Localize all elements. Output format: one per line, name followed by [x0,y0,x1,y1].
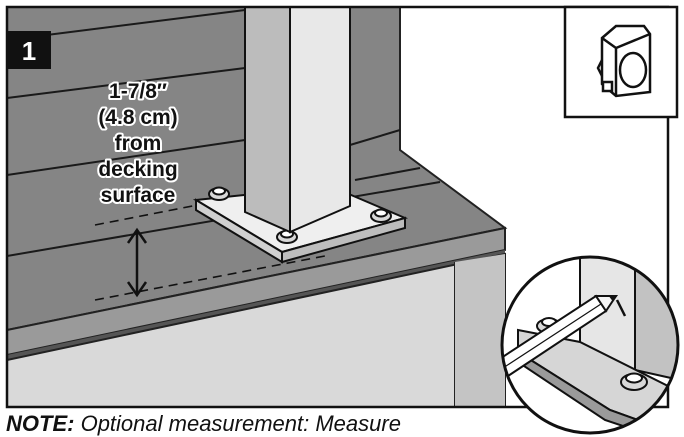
deck-scene [7,7,668,407]
measurement-imperial: 1-7/8″ [109,80,167,103]
measurement-guide-lines [94,184,331,301]
note-body: Optional measurement: Measure [80,411,401,436]
detail-callout [500,255,680,435]
measurement-line3: from [115,132,162,155]
railing-post [244,7,351,234]
measurement-line5: surface [101,184,176,207]
measurement-arrow [126,227,148,298]
tape-measure-icon [596,24,652,98]
pencil-mark [615,299,627,317]
measurement-line4: decking [98,158,177,181]
step-number: 1 [22,36,36,66]
deck-wall [7,252,506,407]
step-badge [7,31,51,69]
note-label: NOTE: [6,411,75,436]
measurement-metric: (4.8 cm) [98,106,177,129]
base-plate-bolts [208,186,392,244]
note-text: NOTE: Optional measurement: Measure [6,411,676,437]
tool-inset [563,5,679,119]
illustration-frame [5,5,670,409]
measurement-label: 1-7/8″ (4.8 cm) from decking surface [96,78,179,209]
